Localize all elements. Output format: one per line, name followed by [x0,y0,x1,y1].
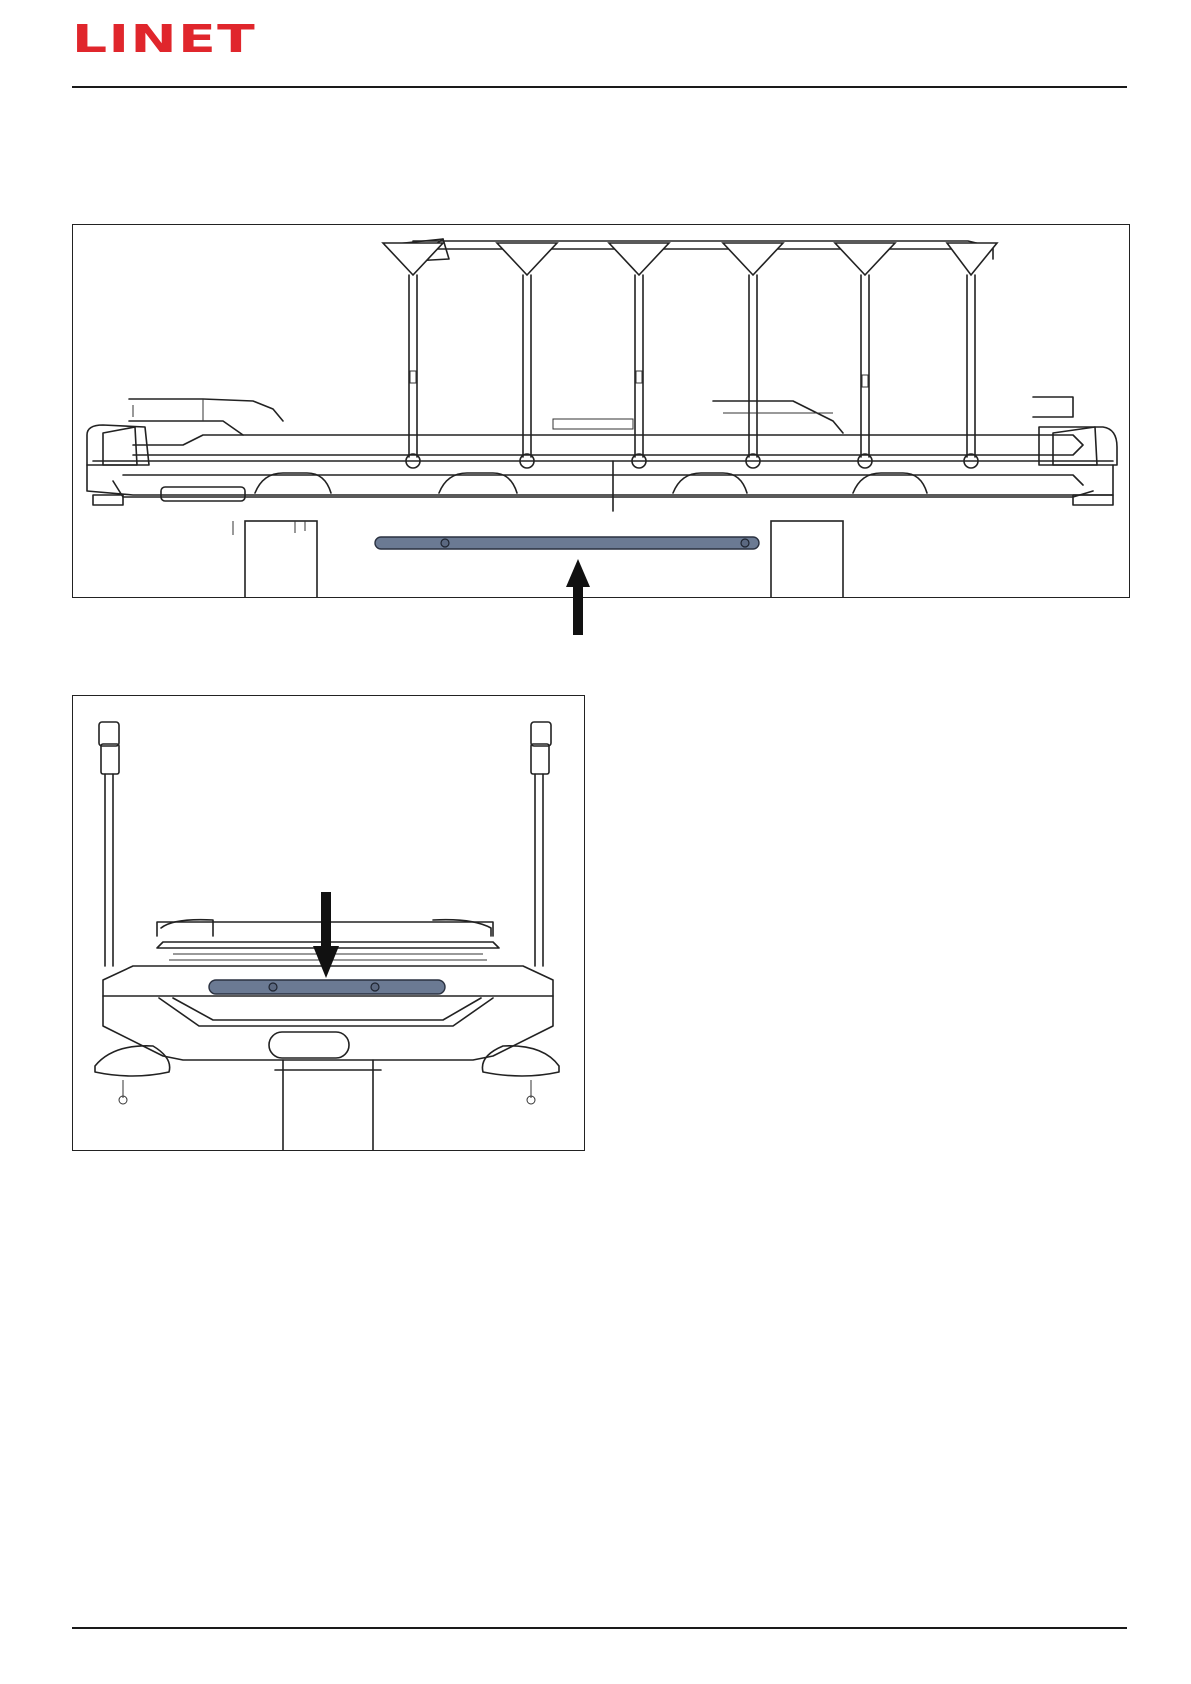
side-rail-supports [383,243,997,275]
bed-end-view-drawing [73,696,584,1150]
linet-logo: LINET [72,20,256,58]
header-divider [72,86,1127,88]
footer-divider [72,1627,1127,1629]
arrow-up-shaft-icon [572,585,584,635]
column-left [245,521,317,597]
arrow-down-icon [313,892,339,978]
frame-handle [269,1032,349,1058]
bed-end-view-figure [72,695,585,1151]
highlighted-bar [209,980,445,994]
column-right [771,521,843,597]
bed-side-view-drawing [73,225,1129,597]
highlighted-bar [375,537,759,549]
bed-side-view-figure [72,224,1130,598]
